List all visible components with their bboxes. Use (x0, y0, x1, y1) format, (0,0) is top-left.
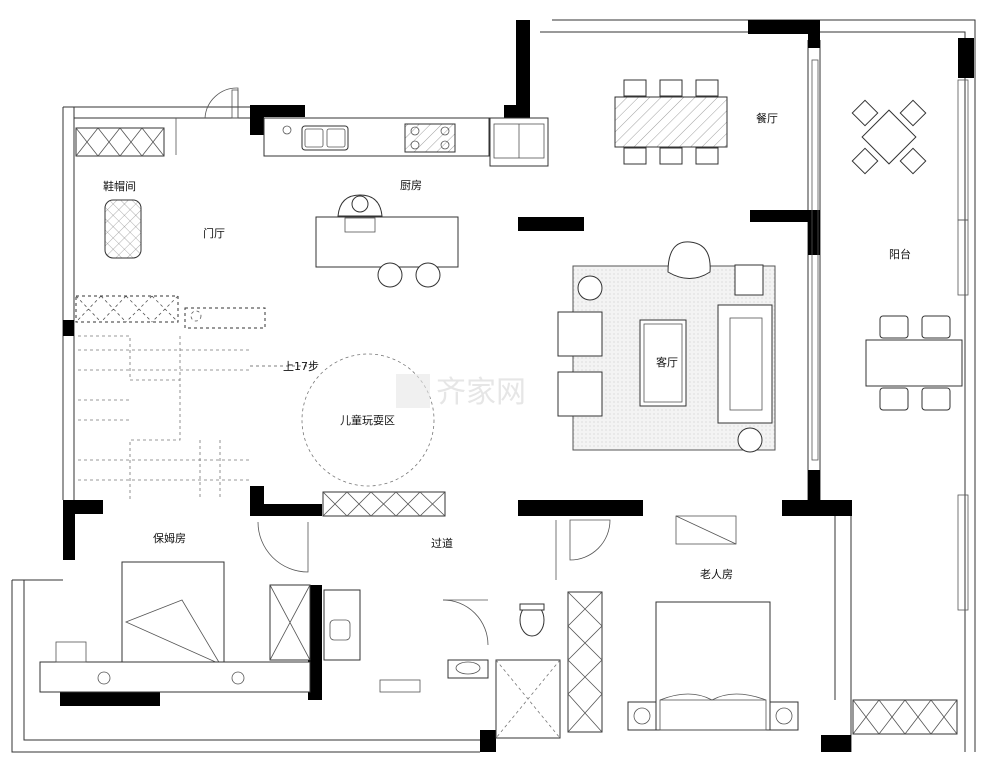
label-balcony: 阳台 (889, 247, 911, 261)
balcony-table-set (851, 99, 927, 175)
nanny-room-furniture (39, 561, 311, 693)
label-elder-room: 老人房 (700, 568, 733, 581)
kitchen-island (315, 194, 459, 288)
label-corridor: 过道 (431, 536, 453, 550)
living-room-set (557, 241, 776, 453)
label-entrance: 门厅 (203, 226, 225, 240)
balcony-windows (811, 59, 969, 611)
shoe-cabinet (75, 127, 165, 259)
label-kids-play: 儿童玩耍区 (340, 413, 395, 427)
kitchen-counter (263, 117, 549, 167)
label-shoe-room: 鞋帽间 (103, 179, 136, 193)
label-kitchen: 厨房 (400, 179, 422, 192)
structural-walls (60, 20, 974, 752)
label-nanny-room: 保姆房 (153, 531, 186, 545)
label-living: 客厅 (656, 355, 678, 369)
entry-door (175, 87, 239, 155)
outline-walls (11, 19, 976, 753)
label-dining: 餐厅 (756, 111, 778, 125)
interior-doors (257, 515, 737, 646)
corridor-cabinet (322, 491, 446, 517)
watermark-text: 齐家网 (436, 375, 526, 410)
room-labels: 鞋帽间 门厅 厨房 餐厅 阳台 客厅 上17步 儿童玩耍区 保姆房 过道 老人房 (103, 111, 911, 581)
bathroom-fixtures (323, 589, 561, 739)
staircase (75, 295, 315, 500)
dining-table (614, 79, 728, 165)
label-stairs: 上17步 (283, 360, 319, 373)
balcony-bench (865, 315, 963, 411)
elder-room-furniture (567, 591, 958, 735)
play-area-circle (301, 353, 435, 487)
watermark: 齐家网 (396, 374, 526, 410)
